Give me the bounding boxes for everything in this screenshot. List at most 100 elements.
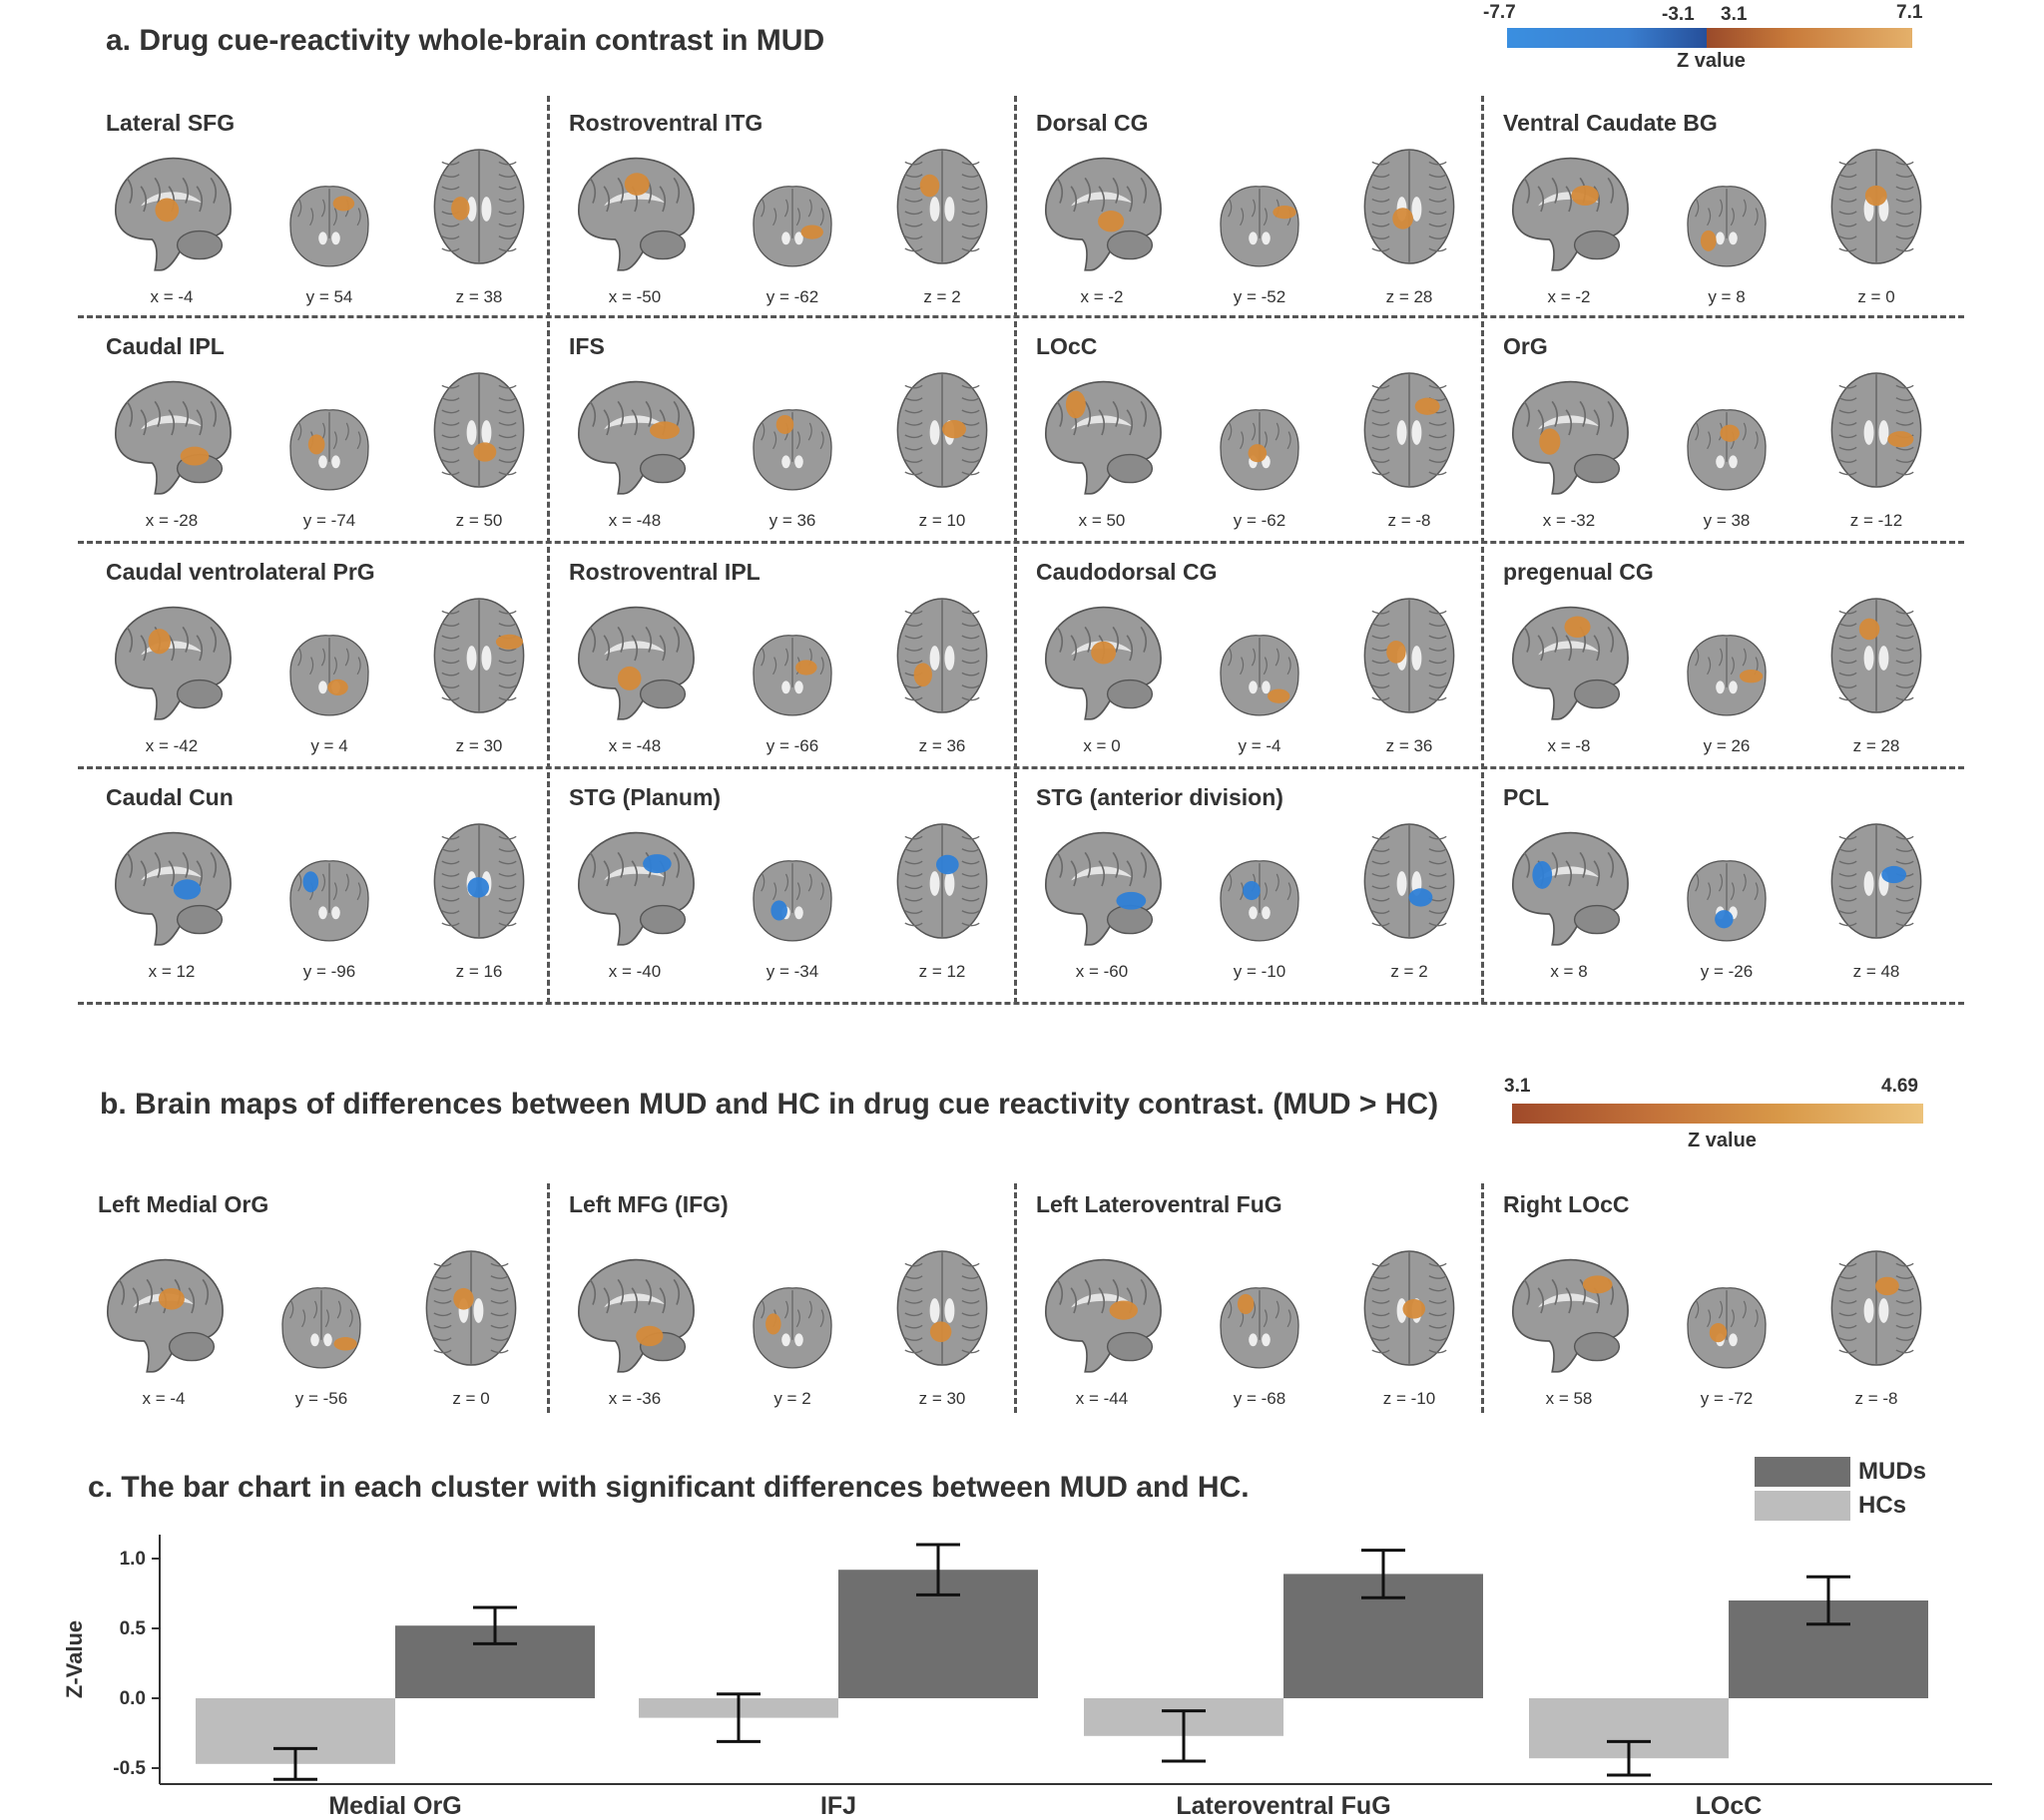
- panel-title: Left Medial OrG: [98, 1191, 269, 1217]
- axial-slice: [417, 132, 541, 286]
- panel-title: Right LOcC: [1503, 1191, 1630, 1217]
- axial-slice: [409, 1233, 533, 1388]
- grid-divider-horizontal: [78, 315, 1964, 318]
- slice-coordinate: x = -28: [145, 511, 199, 530]
- grid-divider-horizontal: [78, 766, 1964, 769]
- sagittal-slice: [98, 142, 246, 286]
- section-b-title: b. Brain maps of differences between MUD…: [100, 1088, 1439, 1121]
- coronal-slice: [1671, 1275, 1783, 1388]
- slice-coordinate: z = 10: [918, 511, 966, 530]
- coronal-slice: [273, 623, 385, 735]
- sagittal-slice: [1028, 365, 1176, 510]
- coronal-slice: [737, 623, 848, 735]
- sagittal-slice: [1028, 1243, 1176, 1388]
- grid-divider-vertical: [547, 96, 550, 1004]
- colorbar-a: -7.7 -3.1 3.1 7.1 Z value: [1483, 0, 1926, 72]
- axial-slice: [1347, 1233, 1471, 1388]
- sagittal-slice: [1028, 591, 1176, 735]
- coronal-slice: [1671, 623, 1783, 735]
- slice-coordinate: y = -26: [1700, 962, 1754, 981]
- y-axis-label: Z-Value: [62, 1620, 87, 1698]
- slice-coordinate: x = -4: [142, 1389, 186, 1408]
- coronal-slice: [273, 174, 385, 286]
- y-tick-label: 0.5: [120, 1618, 147, 1639]
- slice-coordinate: x = 12: [148, 962, 196, 981]
- legend-hc-swatch: [1755, 1491, 1850, 1521]
- axial-slice: [880, 1233, 1004, 1388]
- coronal-slice: [737, 174, 848, 286]
- sagittal-slice: [1028, 142, 1176, 286]
- sagittal-slice: [98, 591, 246, 735]
- slice-coordinate: y = -52: [1233, 287, 1286, 306]
- colorbar-a-negative: [1507, 28, 1707, 48]
- axial-slice: [1347, 355, 1471, 510]
- slice-coordinate: z = 2: [923, 287, 961, 306]
- sagittal-slice: [90, 1243, 238, 1388]
- colorbar-a-label: Z value: [1677, 50, 1746, 72]
- slice-coordinate: y = 38: [1703, 511, 1751, 530]
- slice-coordinate: x = -2: [1080, 287, 1124, 306]
- slice-coordinate: z = 12: [918, 962, 966, 981]
- coronal-slice: [1204, 848, 1315, 961]
- slice-coordinate: y = -74: [302, 511, 356, 530]
- axial-slice: [1347, 132, 1471, 286]
- sagittal-slice: [561, 591, 709, 735]
- sagittal-slice: [1495, 591, 1643, 735]
- slice-coordinate: z = 2: [1390, 962, 1428, 981]
- slice-coordinate: z = 16: [455, 962, 503, 981]
- slice-coordinate: z = 30: [455, 736, 503, 755]
- coronal-slice: [737, 397, 848, 510]
- slice-coordinate: y = -68: [1233, 1389, 1286, 1408]
- y-tick-label: 1.0: [120, 1549, 146, 1570]
- panel-title: Left Lateroventral FuG: [1036, 1191, 1282, 1217]
- sagittal-slice: [98, 816, 246, 961]
- slice-coordinate: x = -60: [1075, 962, 1129, 981]
- coronal-slice: [1671, 174, 1783, 286]
- slice-coordinate: z = -8: [1854, 1389, 1898, 1408]
- y-tick-label: 0.0: [120, 1688, 146, 1709]
- colorbar-b-label: Z value: [1688, 1130, 1757, 1151]
- colorbar-b-gradient: [1512, 1104, 1923, 1124]
- slice-coordinate: x = 0: [1083, 736, 1121, 755]
- slice-coordinate: x = -8: [1547, 736, 1591, 755]
- axial-slice: [417, 355, 541, 510]
- panel-title: OrG: [1503, 333, 1548, 359]
- sagittal-slice: [1495, 142, 1643, 286]
- panel-title: Ventral Caudate BG: [1503, 110, 1718, 136]
- slice-coordinate: x = -36: [608, 1389, 662, 1408]
- colorbar-b-min: 3.1: [1504, 1076, 1531, 1097]
- coronal-slice: [1204, 1275, 1315, 1388]
- legend-hc-label: HCs: [1858, 1492, 1907, 1519]
- coronal-slice: [737, 1275, 848, 1388]
- error-bar: [1162, 1709, 1206, 1763]
- slice-coordinate: x = -44: [1075, 1389, 1129, 1408]
- panel-title: Dorsal CG: [1036, 110, 1149, 136]
- sagittal-slice: [1495, 816, 1643, 961]
- slice-coordinate: z = 30: [918, 1389, 966, 1408]
- sagittal-slice: [561, 365, 709, 510]
- section-c-title: c. The bar chart in each cluster with si…: [88, 1471, 1250, 1504]
- slice-coordinate: x = -50: [608, 287, 662, 306]
- panel-title: Caudodorsal CG: [1036, 559, 1218, 585]
- slice-coordinate: z = 28: [1385, 287, 1433, 306]
- slice-coordinate: z = 50: [455, 511, 503, 530]
- coronal-slice: [273, 848, 385, 961]
- slice-coordinate: z = 48: [1852, 962, 1900, 981]
- grid-divider-horizontal: [78, 1002, 1964, 1005]
- grid-divider-vertical: [1481, 96, 1484, 1004]
- slice-coordinate: y = 26: [1703, 736, 1751, 755]
- axial-slice: [1814, 581, 1938, 735]
- slice-coordinate: x = -2: [1547, 287, 1591, 306]
